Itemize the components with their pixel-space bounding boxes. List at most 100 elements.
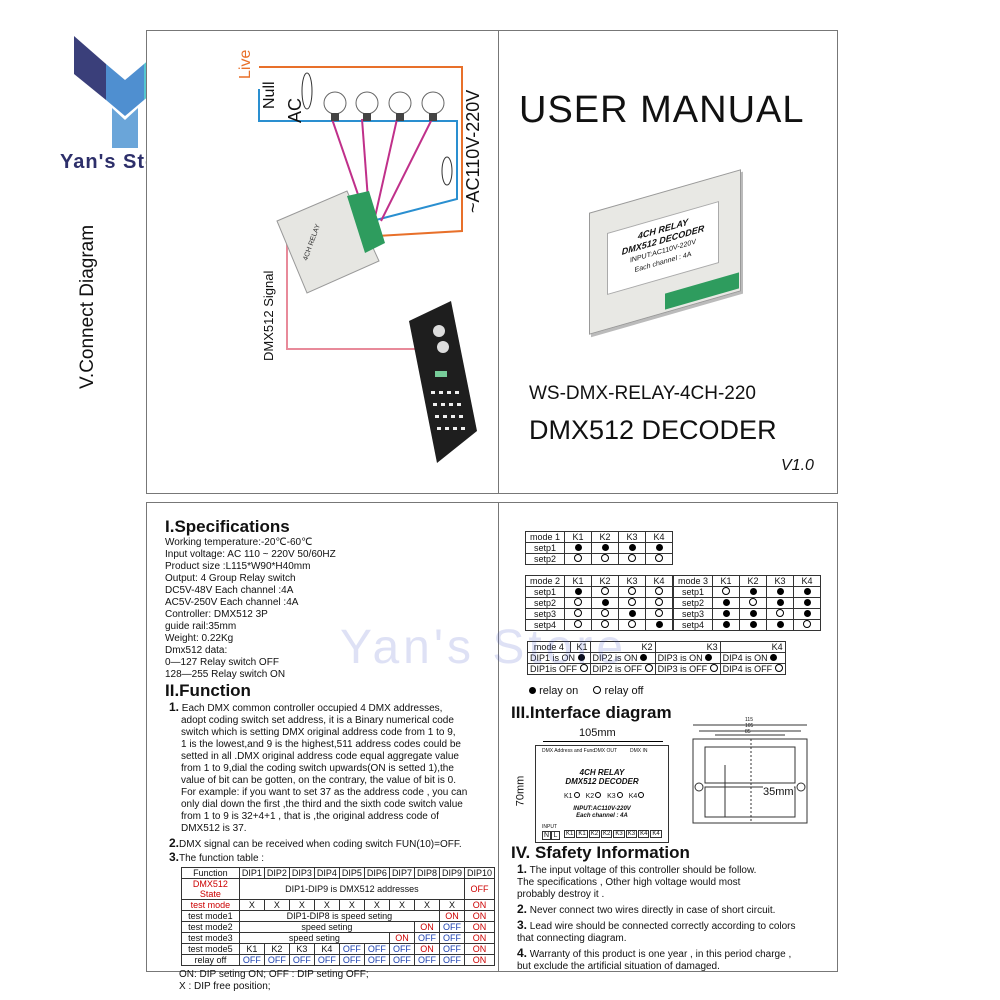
mode-col-header: K4	[793, 575, 821, 587]
relay-legend: relay on relay off	[529, 685, 643, 697]
mode-row: setp3	[525, 608, 673, 620]
mode-cell	[591, 553, 619, 565]
relay-off-icon	[655, 587, 663, 595]
row-label: relay off	[181, 954, 240, 966]
board-k-label: K3	[625, 830, 638, 838]
board-line2: DMX512 DECODER	[565, 777, 639, 786]
mode4-cell: DIP1 is ON	[527, 652, 591, 664]
mode-cell	[766, 608, 794, 620]
mode-title: mode 2	[525, 575, 565, 587]
mode-cell	[739, 586, 767, 598]
function-p1-line: value of bit can be gotten, on the contr…	[181, 775, 456, 786]
mode4-cell: DIP1is OFF	[527, 663, 591, 675]
mode-col-header: K3	[618, 531, 646, 543]
relay-on-icon	[776, 621, 784, 628]
spec-line: DC5V-48V Each channel :4A	[165, 585, 294, 596]
relay-on-icon	[749, 588, 757, 595]
board-line1: 4CH RELAY	[579, 768, 625, 777]
mode-cell	[739, 619, 767, 631]
safety-num: 2.	[517, 902, 528, 916]
relay-on-icon	[655, 544, 663, 551]
spec-line: Product size :L115*W90*H40mm	[165, 561, 311, 572]
safety-item: 2. Never connect two wires directly in c…	[517, 903, 827, 917]
mode-cell	[564, 586, 592, 598]
mode-row: DIP1is OFF DIP2 is OFF DIP3 is OFF DIP4 …	[527, 663, 786, 675]
mode-row-label: setp4	[673, 619, 713, 631]
relay-wire-4	[380, 118, 433, 222]
table-cell: ON	[438, 910, 465, 922]
null-wire	[258, 89, 322, 122]
cover-panel: USER MANUAL 4CH RELAY DMX512 DECODER INP…	[498, 30, 838, 494]
spec-line: Controller: DMX512 3P	[165, 609, 268, 620]
safety-text: Lead wire should be connected correctly …	[529, 921, 796, 932]
mode-cell	[793, 619, 821, 631]
mode-cell	[793, 597, 821, 609]
table-cell: ON	[463, 910, 496, 922]
relay-off-icon	[628, 554, 636, 562]
row-label: test mode1	[181, 910, 240, 922]
wiring-diagram: 4CH RELAY	[258, 66, 477, 463]
spec-line: Output: 4 Group Relay switch	[165, 573, 296, 584]
relay-off-icon	[601, 609, 609, 617]
function-p3-text: The function table :	[179, 853, 265, 864]
table-cell: X	[238, 899, 265, 911]
table-cell: K2	[263, 943, 290, 955]
row-label: DMX512 State	[181, 878, 240, 900]
mode-cell	[591, 619, 619, 631]
mode-title: mode 4	[527, 641, 571, 653]
decoder-device-icon: 4CH RELAY	[276, 190, 385, 294]
relay-on-icon	[601, 599, 609, 606]
mode-col-header: K3	[654, 641, 721, 653]
mode-cell	[618, 619, 646, 631]
table-cell: ON	[463, 932, 496, 944]
relay-off-icon	[776, 609, 784, 617]
led-icon	[573, 792, 580, 798]
board-addr-label: DMX Address and Func	[542, 748, 595, 754]
mode-cell	[591, 542, 619, 554]
table-cell: X	[313, 899, 340, 911]
spec-line: Dmx512 data:	[165, 645, 228, 656]
board-led-label: K3	[607, 793, 616, 800]
board-n: N	[542, 831, 551, 840]
mode4-cell-text: DIP3 is OFF	[657, 664, 708, 674]
mode-cell	[618, 553, 646, 565]
interface-board: DMX Address and Func DMX OUT DMX IN 4CH …	[535, 745, 669, 843]
function-p1-line: only dial down the first ,the third and …	[181, 799, 463, 810]
function-p1-line: Each DMX common controller occupied 4 DM…	[181, 703, 443, 714]
mode-cell	[739, 597, 767, 609]
mode-row-label: setp2	[525, 553, 565, 565]
relay-on-icon	[776, 588, 784, 595]
relay-off-icon	[628, 598, 636, 606]
mode-cell	[712, 619, 740, 631]
mode-cell	[766, 619, 794, 631]
table-header-cell: DIP1	[238, 867, 265, 879]
mode-row: setp1	[673, 586, 821, 598]
led-icon	[595, 792, 602, 798]
table-header-cell: DIP10	[463, 867, 496, 879]
relay-off-icon	[579, 664, 588, 672]
relay-on-icon	[574, 544, 582, 551]
table-cell: K4	[313, 943, 340, 955]
relay-off-icon	[601, 554, 609, 562]
relay-on-icon	[574, 588, 582, 595]
led-icon	[638, 792, 645, 798]
board-led-label: K1	[564, 793, 573, 800]
mode-col-header: K2	[739, 575, 767, 587]
voltage-label: ~AC110V-220V	[463, 89, 483, 213]
mode-cell	[645, 586, 673, 598]
cover-version: V1.0	[781, 457, 814, 474]
mode-row: setp2	[525, 553, 673, 565]
mode-col-header: K1	[712, 575, 740, 587]
relay-on-icon	[529, 687, 536, 694]
safety-num: 1.	[517, 862, 528, 876]
relay-off-icon	[803, 620, 811, 628]
function-p3-num: 3.	[169, 850, 180, 864]
voltage-ring	[441, 156, 453, 186]
neutral-wire	[322, 120, 458, 222]
rail-label: 35mm	[763, 786, 794, 798]
relay-off-icon	[574, 609, 582, 617]
